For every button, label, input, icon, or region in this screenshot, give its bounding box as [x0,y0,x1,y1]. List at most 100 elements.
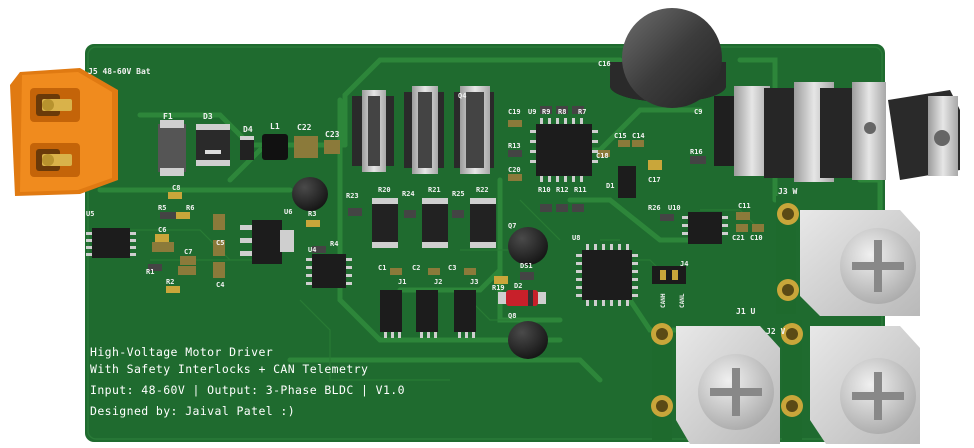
label-j3-header: J3 [470,278,478,286]
label-r23: R23 [346,192,359,200]
label-c17: C17 [648,176,661,184]
label-c10: C10 [750,234,763,242]
u8-controller-ic [576,244,638,306]
label-j2-header: J2 [434,278,442,286]
label-r7: R7 [578,108,586,116]
label-q4: Q4 [458,92,466,100]
label-r16: R16 [690,148,703,156]
label-c21: C21 [732,234,745,242]
l1-inductor [262,134,288,160]
j2-v-terminal [781,320,920,444]
f1-fuse [158,124,186,172]
label-u8: U8 [572,234,580,242]
c16-electrolytic-capacitor [610,8,726,108]
label-r4: R4 [330,240,338,248]
label-c2: C2 [412,264,420,272]
label-j4: J4 [680,260,688,268]
mosfet-row-left [352,86,494,174]
label-r11: R11 [574,186,587,194]
j1-u-terminal [651,320,780,444]
label-c9: C9 [694,108,702,116]
label-u10: U10 [668,204,681,212]
u5-chip [86,228,136,258]
label-c1: C1 [378,264,386,272]
d1-diode [618,166,636,198]
label-j3-w: J3 W [778,187,797,196]
u6-regulator [240,220,294,264]
u9-microcontroller [530,118,598,182]
label-d2: D2 [514,282,522,290]
label-c7: C7 [184,248,192,256]
label-c16: C16 [598,60,611,68]
u10-can-transceiver [682,212,728,244]
label-c23: C23 [325,130,340,139]
label-c18: C18 [596,152,609,160]
label-c4: C4 [216,281,224,289]
d3-diode [196,124,230,166]
label-ds1: DS1 [520,262,533,270]
label-j1-u: J1 U [736,307,755,316]
label-l1: L1 [270,122,280,131]
label-c6: C6 [158,226,166,234]
label-c19: C19 [508,108,521,116]
label-r22: R22 [476,186,489,194]
label-r12: R12 [556,186,569,194]
label-c20: C20 [508,166,521,174]
label-c5: C5 [216,239,224,247]
label-u6: U6 [284,208,292,216]
label-c14: C14 [632,132,645,140]
info-line-spec: Input: 48-60V | Output: 3-Phase BLDC | V… [90,383,405,397]
label-d1: D1 [606,182,614,190]
q-transistor-u6 [292,177,328,211]
label-j1-header: J1 [398,278,406,286]
label-c11: C11 [738,202,751,210]
info-line-designer: Designed by: Jaival Patel :) [90,404,295,418]
d2-led [498,290,546,306]
silkscreen-designators: J5 48-60V Bat F1 D3 D4 L1 C22 C23 C8 R5 … [86,60,797,336]
label-r9: R9 [542,108,550,116]
label-r26: R26 [648,204,661,212]
label-u9: U9 [528,108,536,116]
label-r25: R25 [452,190,465,198]
label-r24: R24 [402,190,415,198]
label-j5: J5 48-60V Bat [88,67,151,76]
label-r8: R8 [558,108,566,116]
q7-transistor [508,227,548,265]
label-u5: U5 [86,210,94,218]
label-c22: C22 [297,123,312,132]
label-r21: R21 [428,186,441,194]
j3-w-terminal [776,196,920,316]
label-d3: D3 [203,112,213,121]
label-r5: R5 [158,204,166,212]
label-f1: F1 [163,112,173,121]
c22-capacitor [294,136,318,158]
label-r10: R10 [538,186,551,194]
label-r2: R2 [166,278,174,286]
info-line-title: High-Voltage Motor Driver [90,345,273,359]
label-r19: R19 [492,284,505,292]
u4-chip [306,254,352,288]
label-j2-v: J2 V [766,327,785,336]
label-q8: Q8 [508,312,516,320]
board-info-silkscreen: High-Voltage Motor Driver With Safety In… [90,345,405,418]
label-q7: Q7 [508,222,516,230]
label-r13: R13 [508,142,521,150]
label-r1: R1 [146,268,154,276]
j5-battery-connector [10,68,118,196]
label-r6: R6 [186,204,194,212]
label-c8: C8 [172,184,180,192]
j4-can-header [652,266,686,284]
label-c3: C3 [448,264,456,272]
info-line-subtitle: With Safety Interlocks + CAN Telemetry [90,362,368,376]
label-d4: D4 [243,125,253,134]
q8-transistor [508,321,548,359]
label-u4: U4 [308,246,316,254]
gate-driver-chips [380,290,476,338]
label-canh: CANH [660,293,667,308]
label-r20: R20 [378,186,391,194]
d4-diode [240,136,254,160]
mosfet-row-right [714,82,960,182]
label-c15: C15 [614,132,627,140]
label-r3: R3 [308,210,316,218]
